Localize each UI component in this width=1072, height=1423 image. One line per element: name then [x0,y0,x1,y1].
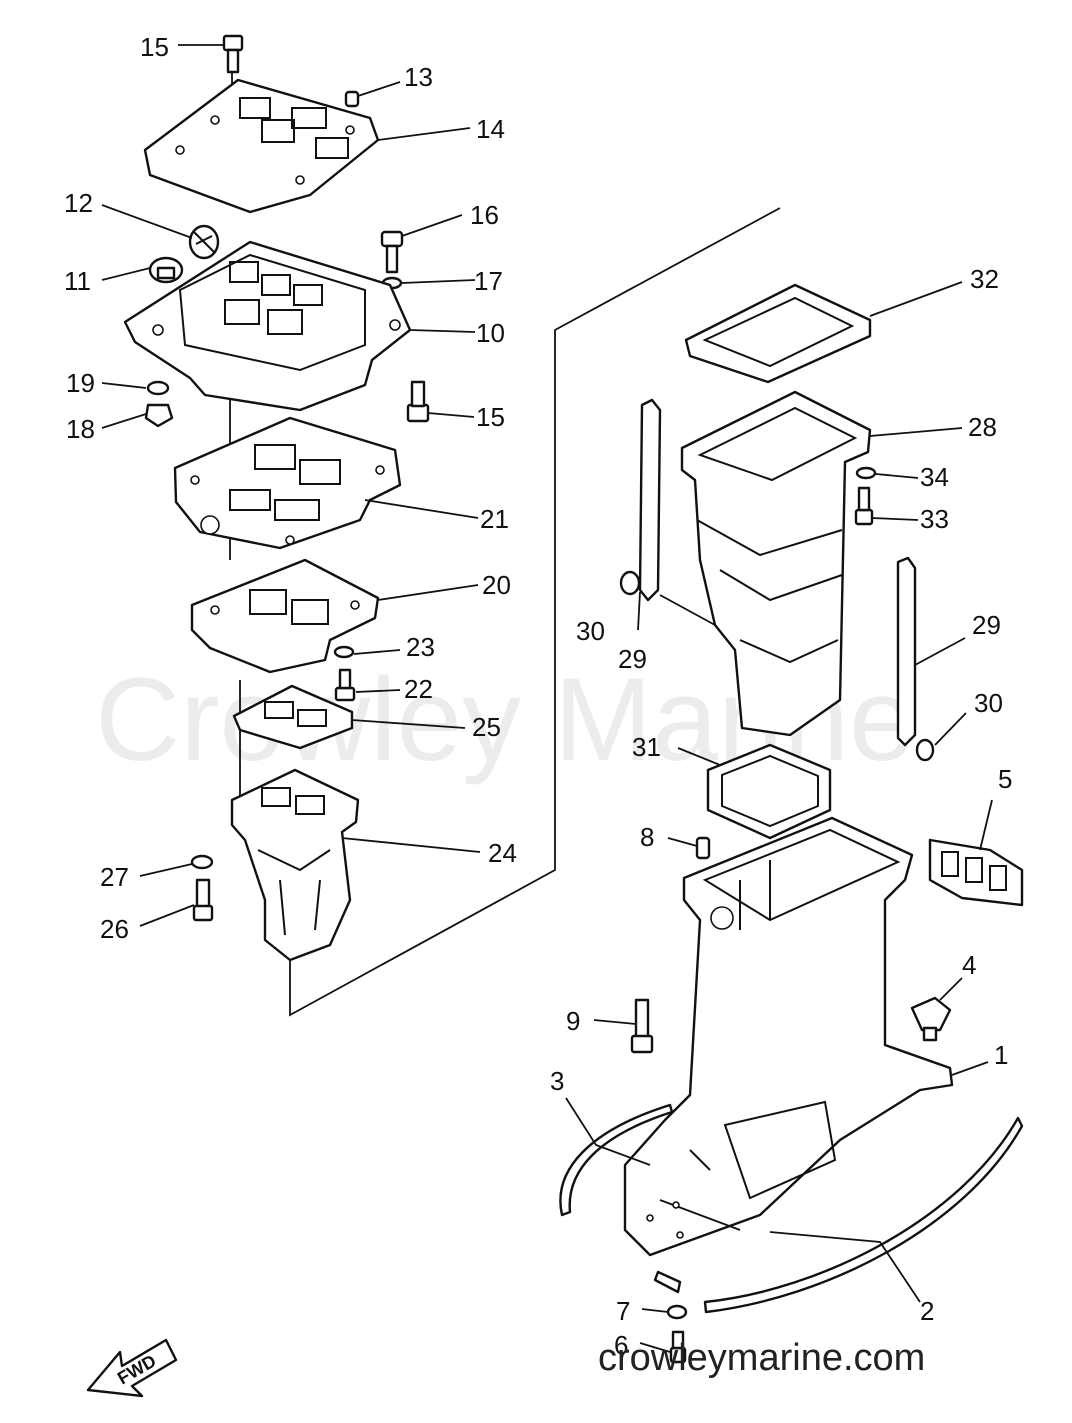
bolt-6 [669,1330,687,1364]
bolt-26 [192,878,214,922]
bolt-9 [630,998,654,1054]
callout-14: 14 [476,114,505,144]
gasket-14 [143,78,380,214]
driveshaft-housing-1 [623,816,954,1257]
grommet-30-right [915,738,935,762]
gasket-32 [684,283,872,384]
washer-27 [190,854,214,870]
callout-23: 23 [406,632,435,662]
bolt-33 [854,486,874,526]
callout-19: 19 [66,368,95,398]
callout-5: 5 [998,764,1012,794]
exhaust-guide-20 [190,558,380,674]
callout-8: 8 [640,822,654,852]
website-url: crowleymarine.com [598,1337,925,1379]
screw-lower [653,1270,682,1294]
callout-16: 16 [470,200,499,230]
callout-1: 1 [994,1040,1008,1070]
callout-21: 21 [480,504,509,534]
washer-7 [666,1304,688,1320]
callout-29-left: 29 [618,644,647,674]
washer-19 [146,380,170,396]
callout-12: 12 [64,188,93,218]
callout-27: 27 [100,862,129,892]
seal-29-right [896,556,917,747]
callout-4: 4 [962,950,976,980]
washer-34 [855,466,877,480]
callout-18: 18 [66,414,95,444]
callout-34: 34 [920,462,949,492]
plate-21 [173,416,402,550]
callout-17: 17 [474,266,503,296]
callout-29-right: 29 [972,610,1001,640]
callout-30-right: 30 [974,688,1003,718]
washer-23 [333,645,355,659]
callout-31: 31 [632,732,661,762]
bolt-15-top [222,34,244,74]
plug-11 [148,256,184,284]
grille-5 [928,838,1024,907]
upper-casing-10 [123,240,412,412]
bolt-16 [380,230,404,274]
seal-29-left [638,398,662,602]
seal-ring-31 [706,743,832,840]
callout-22: 22 [404,674,433,704]
grommet-30-left [619,570,641,596]
rubber-strip-3 [559,1103,674,1217]
oil-pan-28 [680,390,872,737]
callout-26: 26 [100,914,129,944]
callout-33: 33 [920,504,949,534]
rubber-strip-2 [703,1116,1024,1314]
callout-25: 25 [472,712,501,742]
exhaust-manifold-24 [230,768,360,962]
dowel-pin-8 [695,836,711,860]
callout-11: 11 [64,266,91,296]
callout-7: 7 [616,1296,630,1326]
plug-4 [910,996,952,1042]
fwd-arrow-icon: FWD [86,1338,178,1398]
bolt-22 [334,668,356,702]
callout-24: 24 [488,838,517,868]
callout-2: 2 [920,1296,934,1326]
nut-18 [144,403,174,428]
callout-13: 13 [404,62,433,92]
callout-28: 28 [968,412,997,442]
callout-3: 3 [550,1066,564,1096]
callout-10: 10 [476,318,505,348]
callout-15-lower: 15 [476,402,505,432]
bolt-15-lower [406,380,430,423]
callout-6: 6 [614,1330,628,1360]
callout-30-left: 30 [576,616,605,646]
fitting-12 [188,224,220,260]
gasket-25 [232,684,354,750]
dowel-pin-13 [344,90,360,108]
callout-15-top: 15 [140,32,169,62]
callout-20: 20 [482,570,511,600]
callout-32: 32 [970,264,999,294]
callout-9: 9 [566,1006,580,1036]
